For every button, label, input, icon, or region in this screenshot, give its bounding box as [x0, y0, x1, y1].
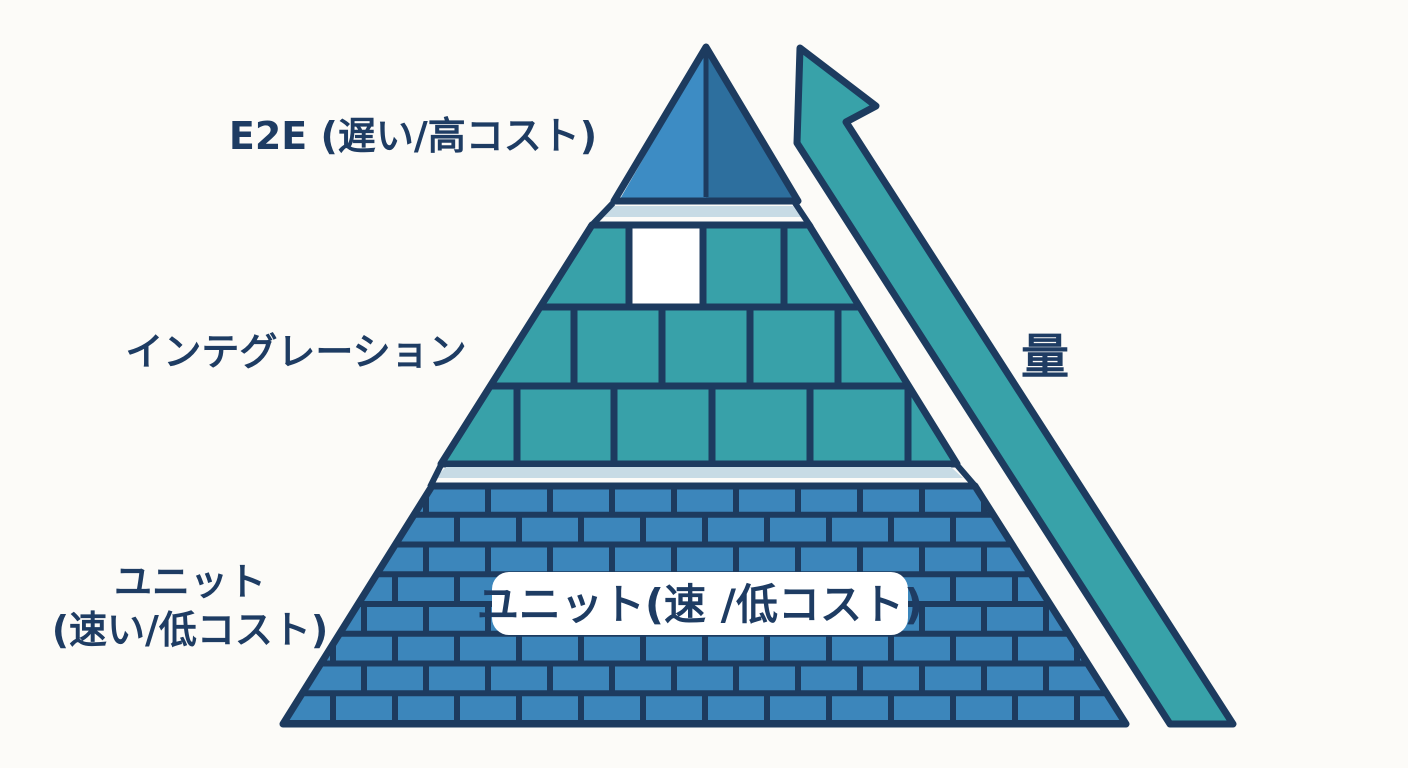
unit-outline: [279, 482, 1130, 728]
integration-outline: [437, 221, 961, 468]
e2e-triangle-outline: [610, 43, 802, 205]
integration-trapezoid: [441, 225, 957, 464]
volume-arrow-label: 量: [1021, 329, 1069, 385]
e2e-base-sliver: [604, 206, 801, 217]
unit-badge-label: ユニット(速 /低コスト): [477, 580, 923, 629]
e2e-triangle: [610, 43, 802, 205]
integration-brick-joints: [441, 225, 957, 464]
integration-label: インテグレーション: [125, 330, 466, 374]
unit-label-line2: (速い/低コスト): [52, 608, 329, 652]
volume-arrow-shape: [793, 44, 1237, 728]
integration-section: [437, 221, 961, 468]
unit-label-line1: ユニット: [114, 560, 266, 604]
unit-badge-background: [492, 572, 908, 635]
unit-badge: ユニット(速 /低コスト): [477, 572, 923, 635]
integration-base-sliver: [435, 467, 963, 478]
unit-section: ユニット(速 /低コスト): [279, 482, 1130, 728]
integration-missing-brick: [629, 225, 703, 307]
volume-arrow: 量: [793, 44, 1237, 728]
unit-label: ユニット (速い/低コスト): [52, 560, 329, 652]
e2e-label: E2E (遅い/高コスト): [229, 114, 597, 158]
